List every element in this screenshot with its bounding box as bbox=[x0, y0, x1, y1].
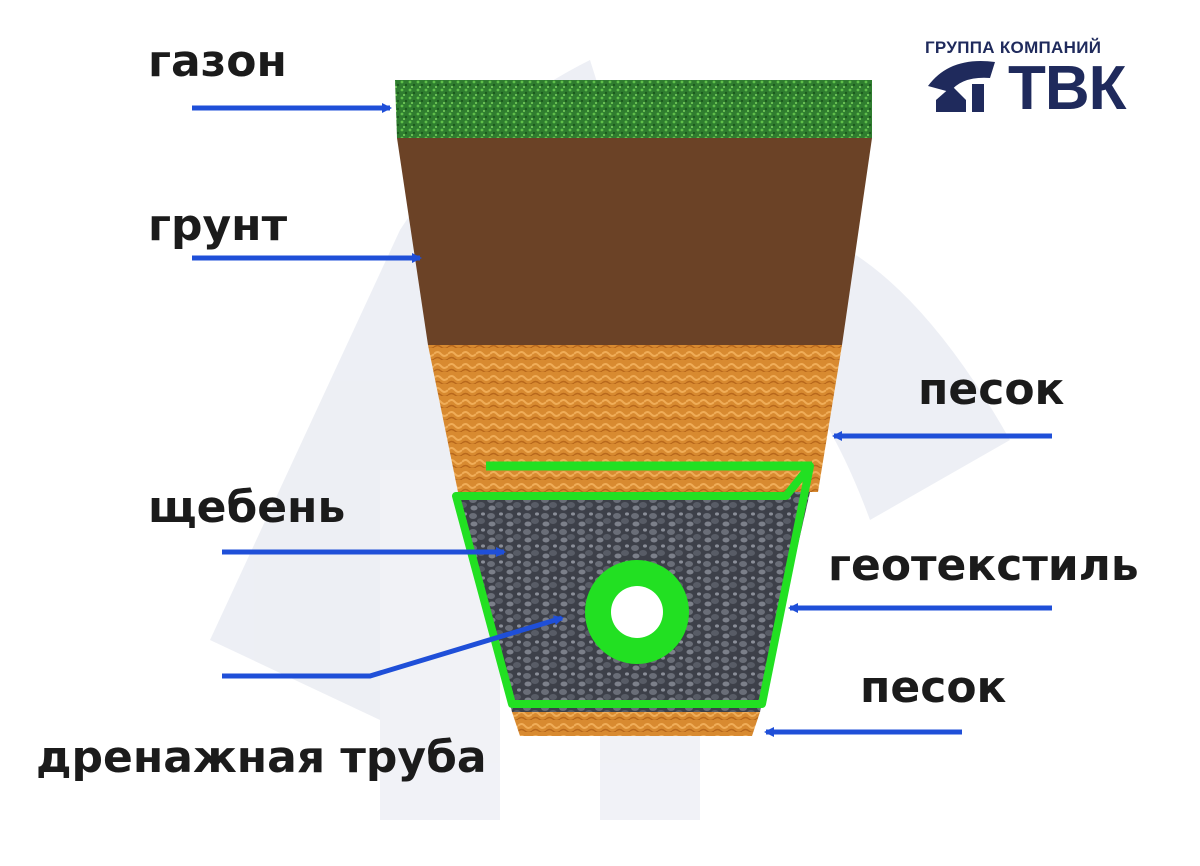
label-lawn: газон bbox=[148, 36, 287, 87]
label-gravel: щебень bbox=[148, 482, 345, 533]
label-sand-top: песок bbox=[918, 364, 1065, 415]
label-soil: грунт bbox=[148, 200, 288, 251]
logo-name: ТВК bbox=[1008, 54, 1126, 123]
sand-bottom-layer bbox=[512, 712, 760, 736]
label-pipe: дренажная труба bbox=[36, 732, 487, 783]
sand-top-layer bbox=[428, 345, 842, 492]
logo-caption: ГРУППА КОМПАНИЙ bbox=[925, 38, 1102, 57]
arrow-pipe bbox=[222, 615, 564, 679]
label-geotextile: геотекстиль bbox=[828, 540, 1139, 591]
label-sand-bottom: песок bbox=[860, 662, 1007, 713]
geotextile-wrap bbox=[452, 462, 814, 708]
lawn-layer bbox=[395, 80, 872, 138]
arrows bbox=[192, 103, 1052, 737]
tvk-logo-mark bbox=[928, 61, 995, 112]
drain-pipe-inner bbox=[611, 586, 663, 638]
soil-layer bbox=[397, 138, 872, 345]
